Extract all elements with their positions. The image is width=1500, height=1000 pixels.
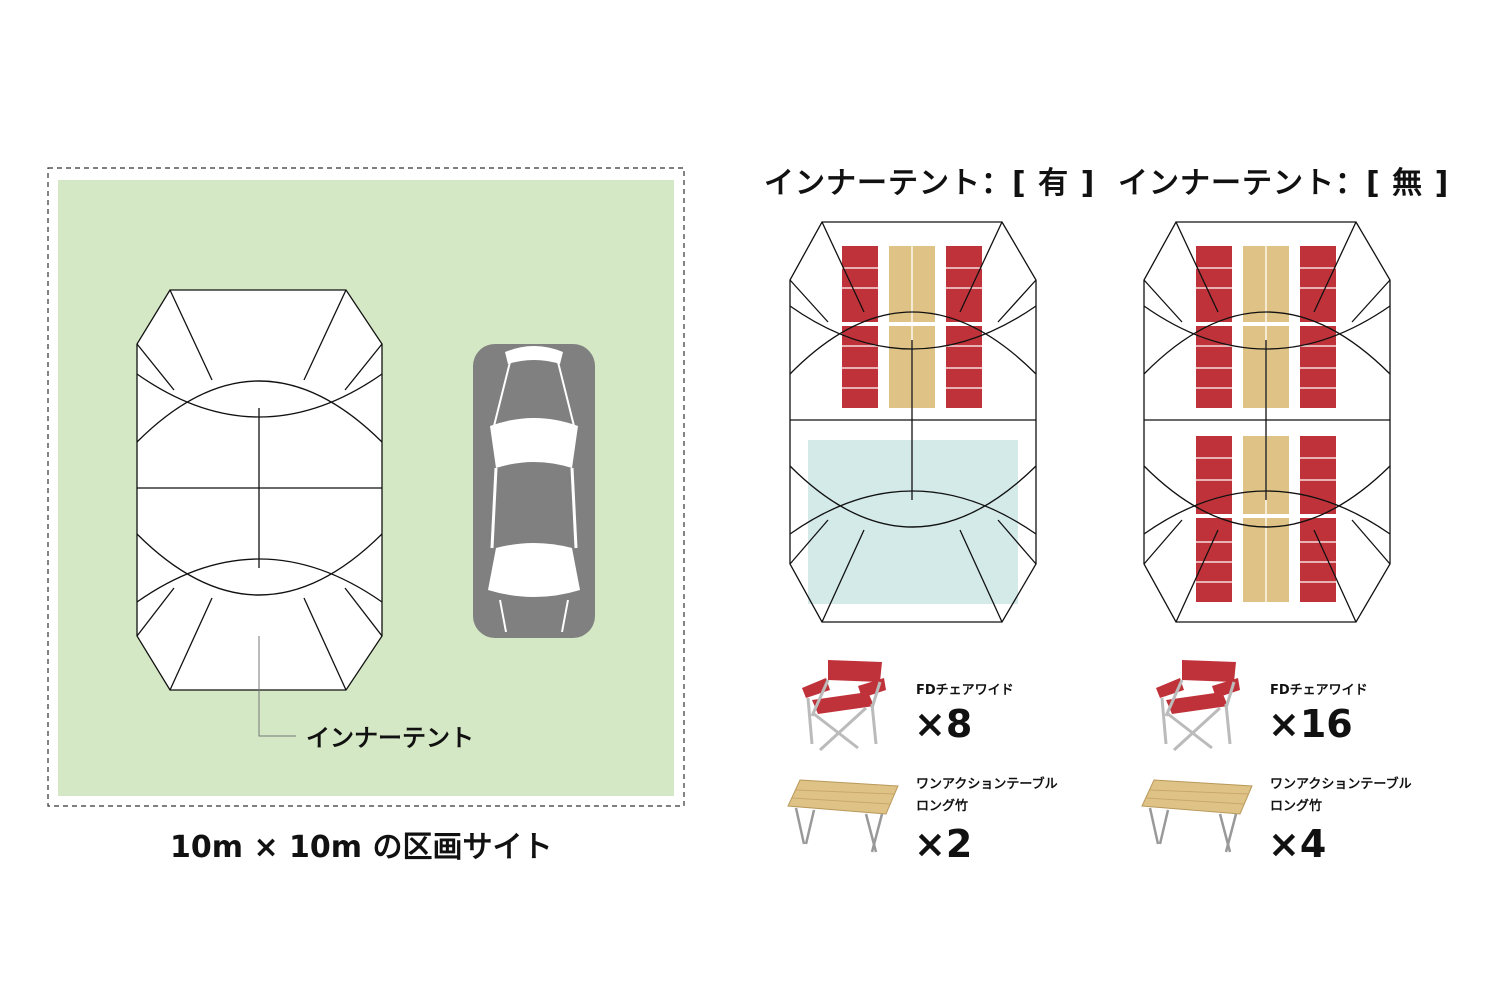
- chair-count: ×8: [914, 702, 973, 746]
- folding-chair-icon: [1156, 660, 1240, 752]
- tent-layout-with-inner: [789, 221, 1037, 623]
- tent-plan: [136, 289, 383, 691]
- bamboo-table-icon: [1141, 779, 1253, 853]
- chair-count: ×16: [1268, 702, 1353, 746]
- inner-tent-area: [808, 440, 1018, 604]
- inner-tent-label: インナーテント: [306, 724, 474, 752]
- folding-chair-icon: [802, 660, 886, 752]
- bamboo-table-icon: [787, 779, 899, 853]
- site-boundary: [47, 167, 685, 807]
- tent-layout-without-inner: [1143, 221, 1391, 623]
- table-name: ワンアクションテーブル ロング竹: [1270, 777, 1412, 814]
- inner-tent-leader: [258, 636, 296, 737]
- chair-name: FDチェアワイド: [1270, 683, 1368, 698]
- table-name: ワンアクションテーブル ロング竹: [916, 777, 1058, 814]
- table-count: ×2: [914, 822, 973, 866]
- layout-title-with-inner: インナーテント：[ 有 ]: [764, 166, 1096, 201]
- chair-name: FDチェアワイド: [916, 683, 1014, 698]
- table-count: ×4: [1268, 822, 1327, 866]
- site-caption: 10m × 10m の区画サイト: [170, 830, 553, 865]
- layout-title-without-inner: インナーテント：[ 無 ]: [1118, 166, 1450, 201]
- car-icon: [473, 344, 595, 638]
